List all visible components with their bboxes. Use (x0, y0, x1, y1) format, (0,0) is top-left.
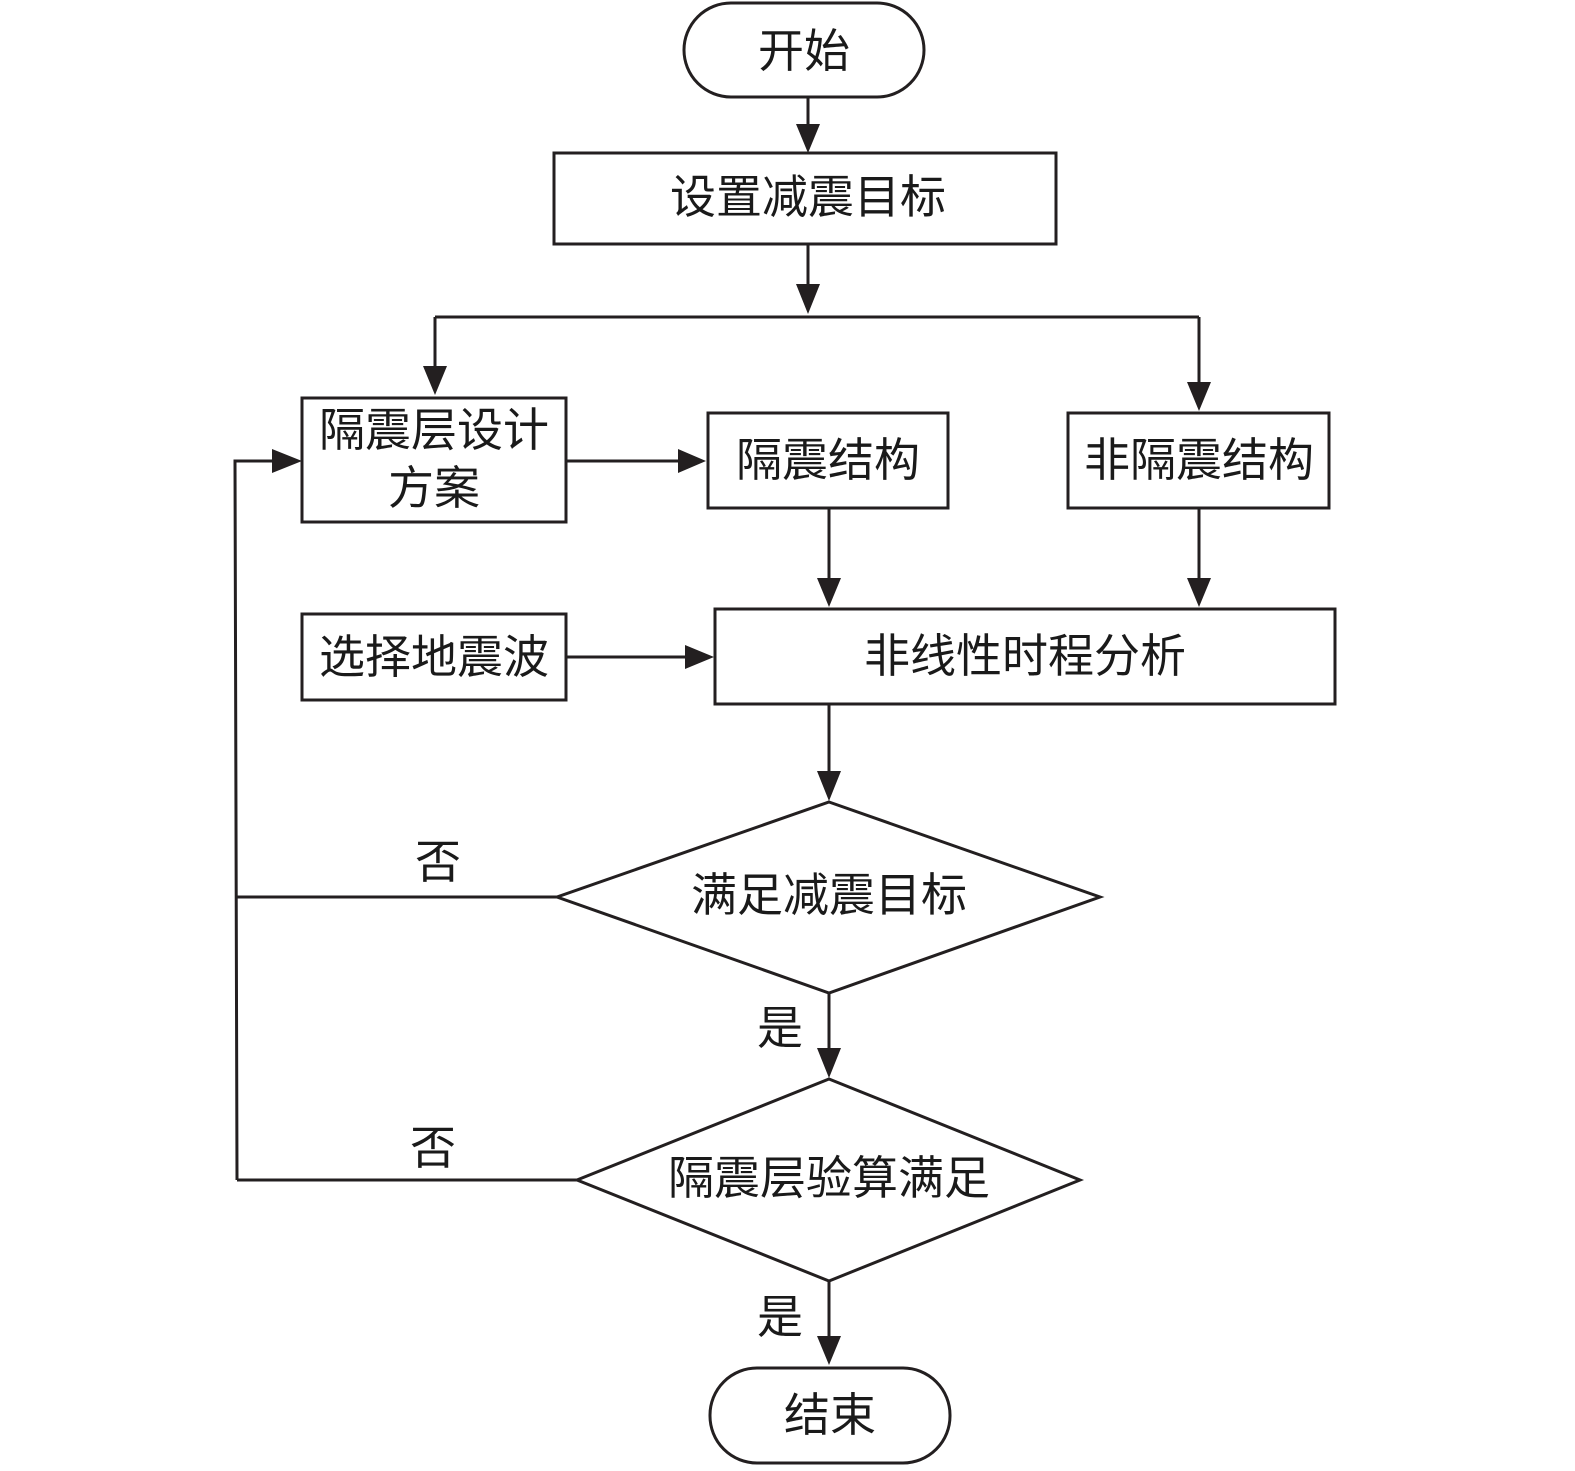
select-wave-label: 选择地震波 (319, 630, 549, 684)
edge-label-yes-target: 是 (757, 1001, 803, 1055)
arrowhead-to-non-isolated (1187, 382, 1211, 411)
nonlinear-analysis-node: 非线性时程分析 (713, 607, 1337, 706)
start-node: 开始 (682, 1, 926, 99)
edge-label-yes-layer: 是 (757, 1290, 803, 1344)
check-target-label: 满足减震目标 (691, 868, 967, 922)
edge-labels: 否 是 否 是 (410, 835, 803, 1344)
end-node: 结束 (708, 1366, 952, 1465)
arrowhead-to-layer-check (817, 1048, 841, 1078)
end-label: 结束 (784, 1388, 876, 1442)
arrowhead-wave-to-analysis (685, 645, 714, 669)
check-isolation-layer-decision: 隔震层验算满足 (572, 1077, 1085, 1283)
arrowhead-to-isolated (678, 449, 706, 473)
edge-label-no-target: 否 (415, 835, 461, 889)
isolation-design-node: 隔震层设计 方案 (300, 396, 568, 524)
connectors (233, 97, 1201, 1338)
non-isolated-structure-label: 非隔震结构 (1084, 433, 1314, 487)
check-isolation-layer-label: 隔震层验算满足 (668, 1151, 990, 1205)
select-wave-node: 选择地震波 (300, 612, 568, 702)
check-target-decision: 满足减震目标 (552, 800, 1105, 995)
arrowhead-isolated-to-analysis (817, 578, 841, 607)
edge-label-no-layer: 否 (410, 1121, 456, 1175)
arrowhead-non-isolated-to-analysis (1187, 578, 1211, 607)
isolated-structure-label: 隔震结构 (736, 433, 920, 487)
arrowhead-to-split (796, 284, 820, 314)
set-target-node: 设置减震目标 (552, 151, 1058, 246)
arrowhead-to-target (796, 124, 820, 153)
isolation-design-label-line2: 方案 (388, 461, 480, 515)
arrowhead-to-end (817, 1336, 841, 1365)
arrowhead-to-check (817, 771, 841, 801)
arrowheads (272, 124, 1211, 1365)
start-label: 开始 (758, 24, 850, 78)
isolation-design-label-line1: 隔震层设计 (319, 403, 549, 457)
nonlinear-analysis-label: 非线性时程分析 (864, 629, 1186, 683)
isolated-structure-node: 隔震结构 (706, 411, 950, 510)
loop-return (233, 459, 274, 1181)
arrowhead-loop-to-design (272, 449, 302, 473)
arrowhead-to-design (423, 366, 447, 395)
set-target-label: 设置减震目标 (670, 170, 946, 224)
non-isolated-structure-node: 非隔震结构 (1066, 411, 1331, 510)
